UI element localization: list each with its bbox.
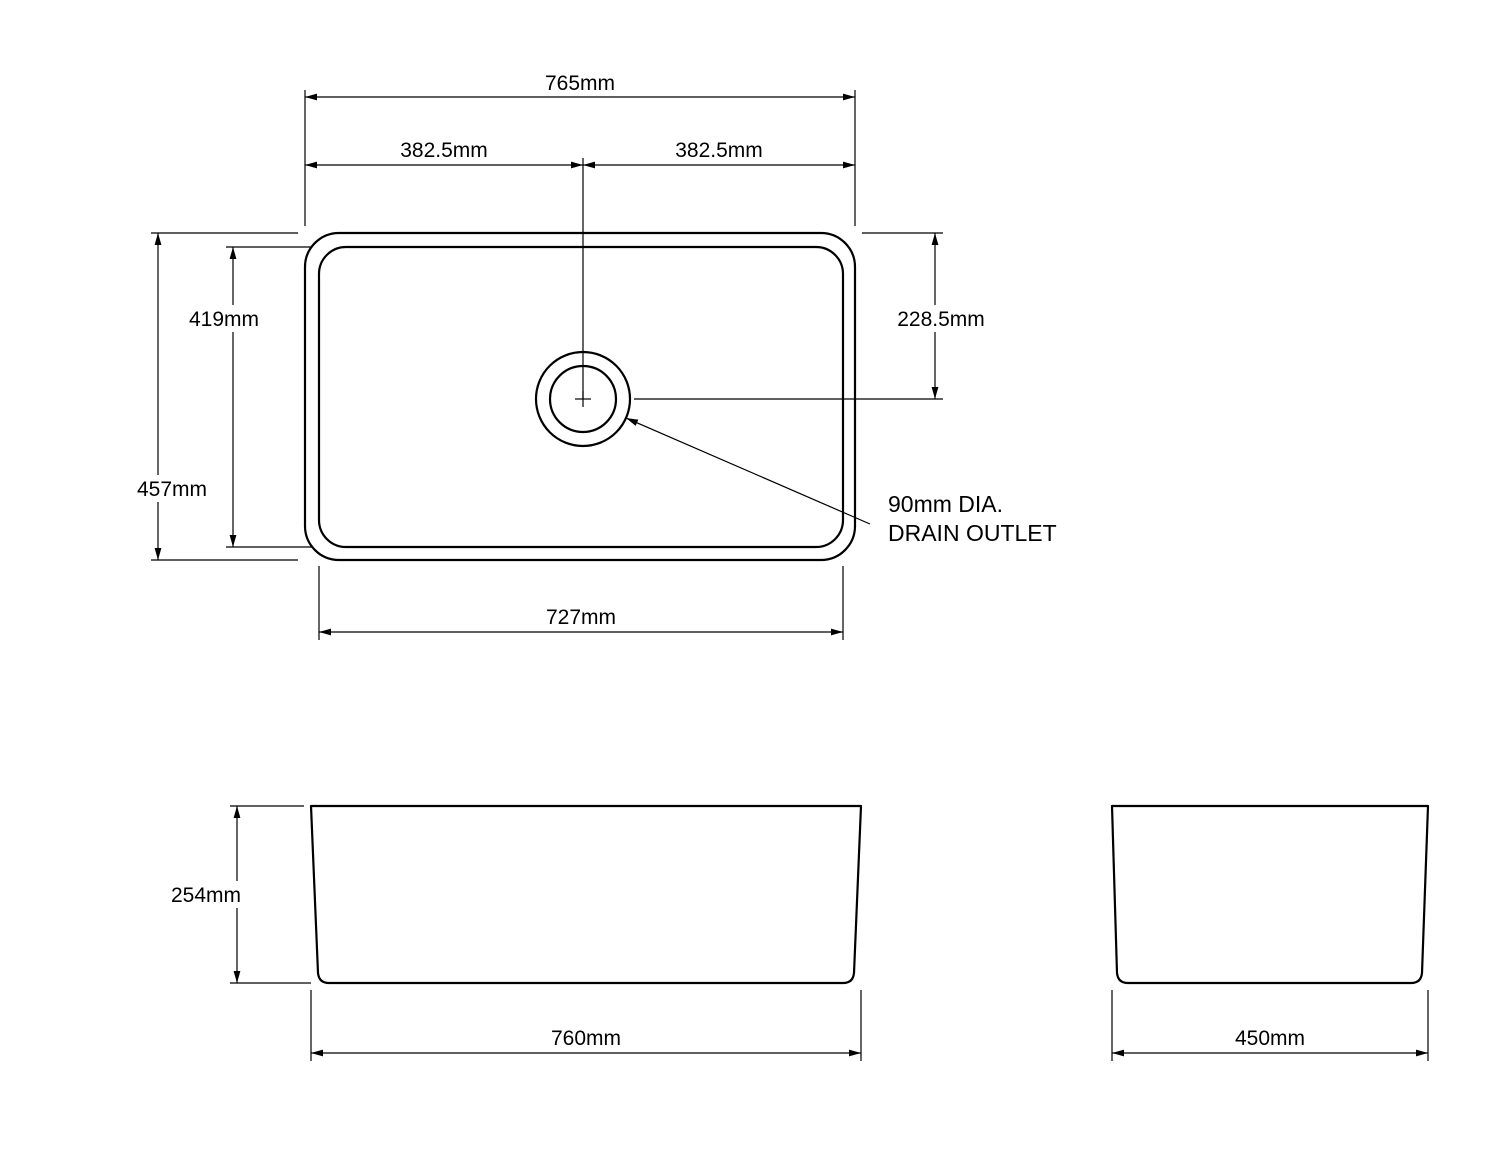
dim-overall-width: 765mm — [304, 72, 856, 226]
dim-side-width: 450mm — [1111, 990, 1429, 1061]
dim-overall-height: 457mm — [125, 232, 298, 561]
dim-front-width-label: 760mm — [551, 1027, 621, 1050]
dim-inner-width: 727mm — [318, 566, 844, 640]
dim-inner-width-label: 727mm — [546, 606, 616, 629]
label-mask — [125, 475, 218, 502]
drain-note-line2: DRAIN OUTLET — [888, 520, 1057, 546]
dim-front-width: 760mm — [310, 990, 862, 1061]
front-view — [309, 804, 863, 985]
label-mask — [177, 305, 270, 332]
sink-outer-rim — [303, 231, 857, 562]
dim-front-height: 254mm — [159, 805, 311, 984]
leader-line — [625, 417, 871, 525]
dim-inner-height-label: 419mm — [189, 308, 259, 331]
dim-overall-height-label: 457mm — [137, 478, 207, 501]
top-view — [303, 231, 857, 562]
dim-half-widths: 382.5mm 382.5mm — [305, 139, 855, 399]
dim-half-right-label: 382.5mm — [675, 139, 763, 162]
drain-note-line1: 90mm DIA. — [888, 491, 1003, 517]
sink-inner-bowl — [317, 245, 845, 549]
dim-half-left-label: 382.5mm — [400, 139, 488, 162]
dim-drain-from-top-label: 228.5mm — [897, 308, 985, 331]
side-outline — [1110, 804, 1430, 985]
label-mask — [159, 881, 252, 908]
dim-inner-height: 419mm — [177, 246, 312, 548]
dim-drain-from-top: 228.5mm — [634, 232, 996, 400]
drain-note: 90mm DIA. DRAIN OUTLET — [625, 417, 1057, 546]
side-view — [1110, 804, 1430, 985]
dim-front-height-label: 254mm — [171, 884, 241, 907]
dim-side-width-label: 450mm — [1235, 1027, 1305, 1050]
dim-overall-width-label: 765mm — [545, 72, 615, 95]
label-mask — [886, 305, 996, 332]
front-outline — [309, 804, 863, 985]
